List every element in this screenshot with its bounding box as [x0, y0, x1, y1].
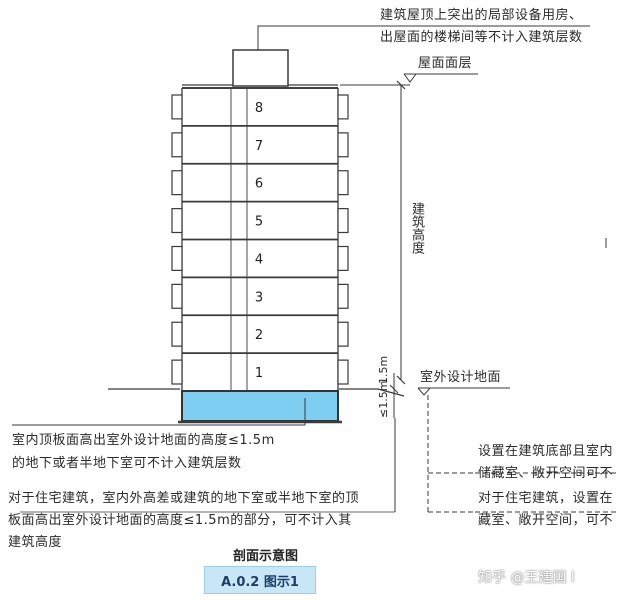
dim-le-1-5m-label: ≤1.5m: [377, 380, 390, 418]
floor-number: 1: [255, 366, 263, 381]
balcony-left: [171, 208, 183, 234]
balcony-right: [337, 321, 349, 347]
balcony-right: [337, 245, 349, 271]
residential-note-line2: 板面高出室外设计地面的高度≤1.5m的部分，可不计入其: [8, 513, 352, 528]
roof-note-leader: [257, 25, 590, 50]
ground-line-right-ext: [377, 388, 405, 397]
floor-number: 2: [255, 328, 263, 343]
floors-layer: 1 2 3 4 5 6 7 8: [171, 87, 349, 385]
floor-number: 8: [255, 101, 263, 116]
right-note2-line1: 对于住宅建筑，设置在: [478, 491, 614, 506]
balcony-right: [337, 132, 349, 158]
floor-number: 7: [255, 139, 263, 154]
roof-penthouse: [232, 49, 289, 87]
right-note2-line2: 藏室、敞开空间，可不: [478, 513, 614, 528]
balcony-right: [337, 359, 349, 385]
balcony-left: [171, 132, 183, 158]
balcony-left: [171, 321, 183, 347]
caption-title: 剖面示意图: [233, 549, 299, 564]
basement-note-line1: 室内顶板面高出室外设计地面的高度≤1.5m: [12, 433, 275, 448]
building-height-label: 建筑高度: [409, 202, 424, 254]
ground-level-label: 室外设计地面: [420, 370, 502, 385]
balcony-left: [171, 359, 183, 385]
balcony-left: [171, 283, 183, 309]
balcony-right: [337, 208, 349, 234]
balcony-right: [337, 283, 349, 309]
floor-number: 6: [255, 177, 263, 192]
caption-figure: A.0.2 图示1: [204, 566, 316, 594]
basement: [181, 390, 339, 422]
balcony-right: [337, 94, 349, 120]
balcony-right: [337, 170, 349, 196]
watermark: 知乎 @王建国 l: [478, 570, 575, 586]
floor-number: 5: [255, 215, 263, 230]
balcony-left: [171, 245, 183, 271]
roof-note-line1: 建筑屋顶上突出的局部设备用房、: [380, 8, 583, 23]
floor-number: 4: [255, 252, 263, 267]
floor-number: 3: [255, 290, 263, 305]
roof-note-line2: 出屋面的楼梯间等不计入建筑层数: [380, 30, 583, 45]
roof-level-label: 屋面面层: [418, 56, 473, 71]
residential-note-line1: 对于住宅建筑，室内外高差或建筑的地下室或半地下室的顶: [8, 491, 360, 506]
residential-note-line3: 建筑高度: [8, 535, 63, 550]
balcony-left: [171, 170, 183, 196]
balcony-left: [171, 94, 183, 120]
right-note1-line1: 设置在建筑底部且室内: [478, 444, 614, 459]
basement-note-line2: 的地下或者半地下室可不计入建筑层数: [12, 456, 242, 471]
right-note1-line2: 储藏室、敞开空间可不: [478, 466, 614, 481]
